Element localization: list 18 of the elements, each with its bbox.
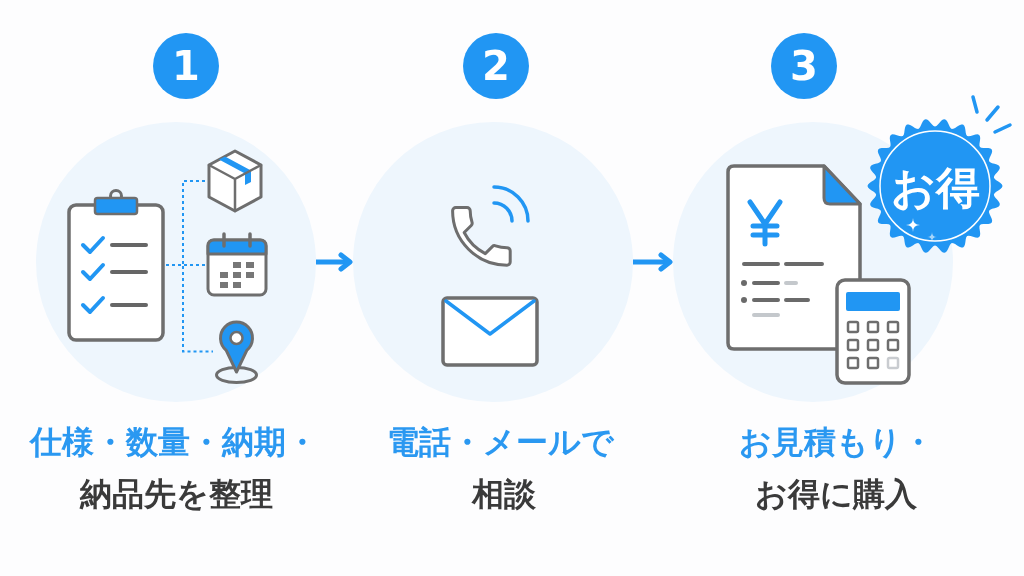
calendar-icon <box>206 232 268 298</box>
package-icon <box>205 148 265 214</box>
arrow <box>316 252 353 272</box>
badge-label: お得 <box>890 163 980 213</box>
connector-line <box>165 264 214 353</box>
step-caption: 仕様・数量・納期・ <box>30 424 318 460</box>
number-badge: 3 <box>771 33 837 99</box>
step-caption: お見積もり・ <box>738 424 934 460</box>
arrow <box>633 252 673 272</box>
clipboard-icon <box>66 187 166 343</box>
step-caption: 納品先を整理 <box>79 476 273 512</box>
starburst-badge <box>867 118 1003 254</box>
step-caption: 電話・メールで <box>386 424 614 460</box>
location-pin-icon <box>213 318 260 385</box>
number-badge: 2 <box>463 33 529 99</box>
step-caption: お得に購入 <box>755 476 917 512</box>
step-caption: 相談 <box>472 476 536 512</box>
number-badge: 1 <box>153 33 219 99</box>
